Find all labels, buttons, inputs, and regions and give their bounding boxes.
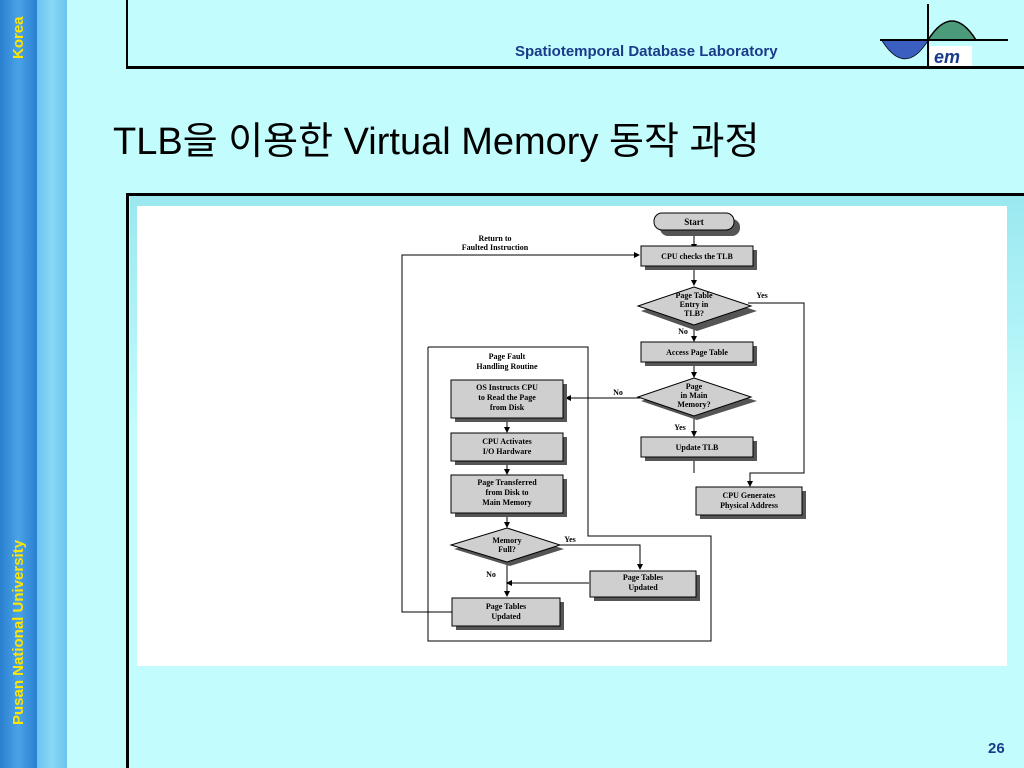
- return-label-2: Faulted Instruction: [462, 243, 529, 252]
- content-top-rule: [126, 193, 1024, 196]
- diamond-mem-2: in Main: [681, 391, 708, 400]
- return-label-1: Return to: [478, 234, 511, 243]
- page-transferred-2: from Disk to: [486, 488, 529, 497]
- sidebar-university-label: Pusan National University: [10, 539, 27, 726]
- logo-text: em: [934, 47, 960, 67]
- lab-logo: em: [880, 4, 1008, 68]
- no1-label: No: [678, 327, 688, 336]
- diamond-tlb-3: TLB?: [684, 309, 704, 318]
- yes2-label: Yes: [674, 423, 686, 432]
- cpu-activates-1: CPU Activates: [482, 437, 532, 446]
- cpu-generates-1: CPU Generates: [722, 491, 775, 500]
- slide-title: TLB을 이용한 Virtual Memory 동작 과정: [113, 121, 760, 163]
- page-transferred-1: Page Transferred: [477, 478, 537, 487]
- tlb-flowchart: Start Return to Faulted Instruction CPU …: [401, 212, 806, 642]
- start-node: Start: [684, 217, 704, 227]
- yes3-label: Yes: [564, 535, 576, 544]
- diamond-full-2: Full?: [498, 545, 516, 554]
- diamond-full-1: Memory: [492, 536, 521, 545]
- header-vertical-rule: [126, 0, 128, 68]
- routine-title-1: Page Fault: [489, 352, 526, 361]
- os-instructs-3: from Disk: [490, 403, 525, 412]
- page-tables-right-2: Updated: [628, 583, 658, 592]
- page-tables-right-1: Page Tables: [623, 573, 663, 582]
- left-sidebar: [0, 0, 37, 768]
- diamond-mem-3: Memory?: [677, 400, 710, 409]
- page-tables-left-2: Updated: [491, 612, 521, 621]
- page-transferred-3: Main Memory: [482, 498, 532, 507]
- cpu-checks-node: CPU checks the TLB: [661, 252, 733, 261]
- cpu-generates-2: Physical Address: [720, 501, 778, 510]
- diamond-mem-1: Page: [686, 382, 703, 391]
- routine-boundary: [427, 346, 712, 642]
- no3-label: No: [486, 570, 496, 579]
- left-sidebar-inner: [37, 0, 67, 768]
- routine-title-2: Handling Routine: [476, 362, 538, 371]
- os-instructs-2: to Read the Page: [478, 393, 536, 402]
- page-tables-left-1: Page Tables: [486, 602, 526, 611]
- cpu-activates-2: I/O Hardware: [483, 447, 532, 456]
- sidebar-korea-label: Korea: [10, 16, 27, 60]
- lab-name: Spatiotemporal Database Laboratory: [515, 43, 778, 60]
- page-number: 26: [988, 740, 1005, 757]
- yes1-label: Yes: [756, 291, 768, 300]
- update-tlb-node: Update TLB: [676, 443, 719, 452]
- diamond-tlb-2: Entry in: [680, 300, 709, 309]
- flowchart-panel: Start Return to Faulted Instruction CPU …: [137, 206, 1007, 666]
- header-rule: [126, 66, 1024, 69]
- access-page-table-node: Access Page Table: [666, 348, 728, 357]
- diamond-tlb-1: Page Table: [675, 291, 713, 300]
- no2-label: No: [613, 388, 623, 397]
- content-left-rule: [126, 195, 129, 768]
- os-instructs-1: OS Instructs CPU: [476, 383, 538, 392]
